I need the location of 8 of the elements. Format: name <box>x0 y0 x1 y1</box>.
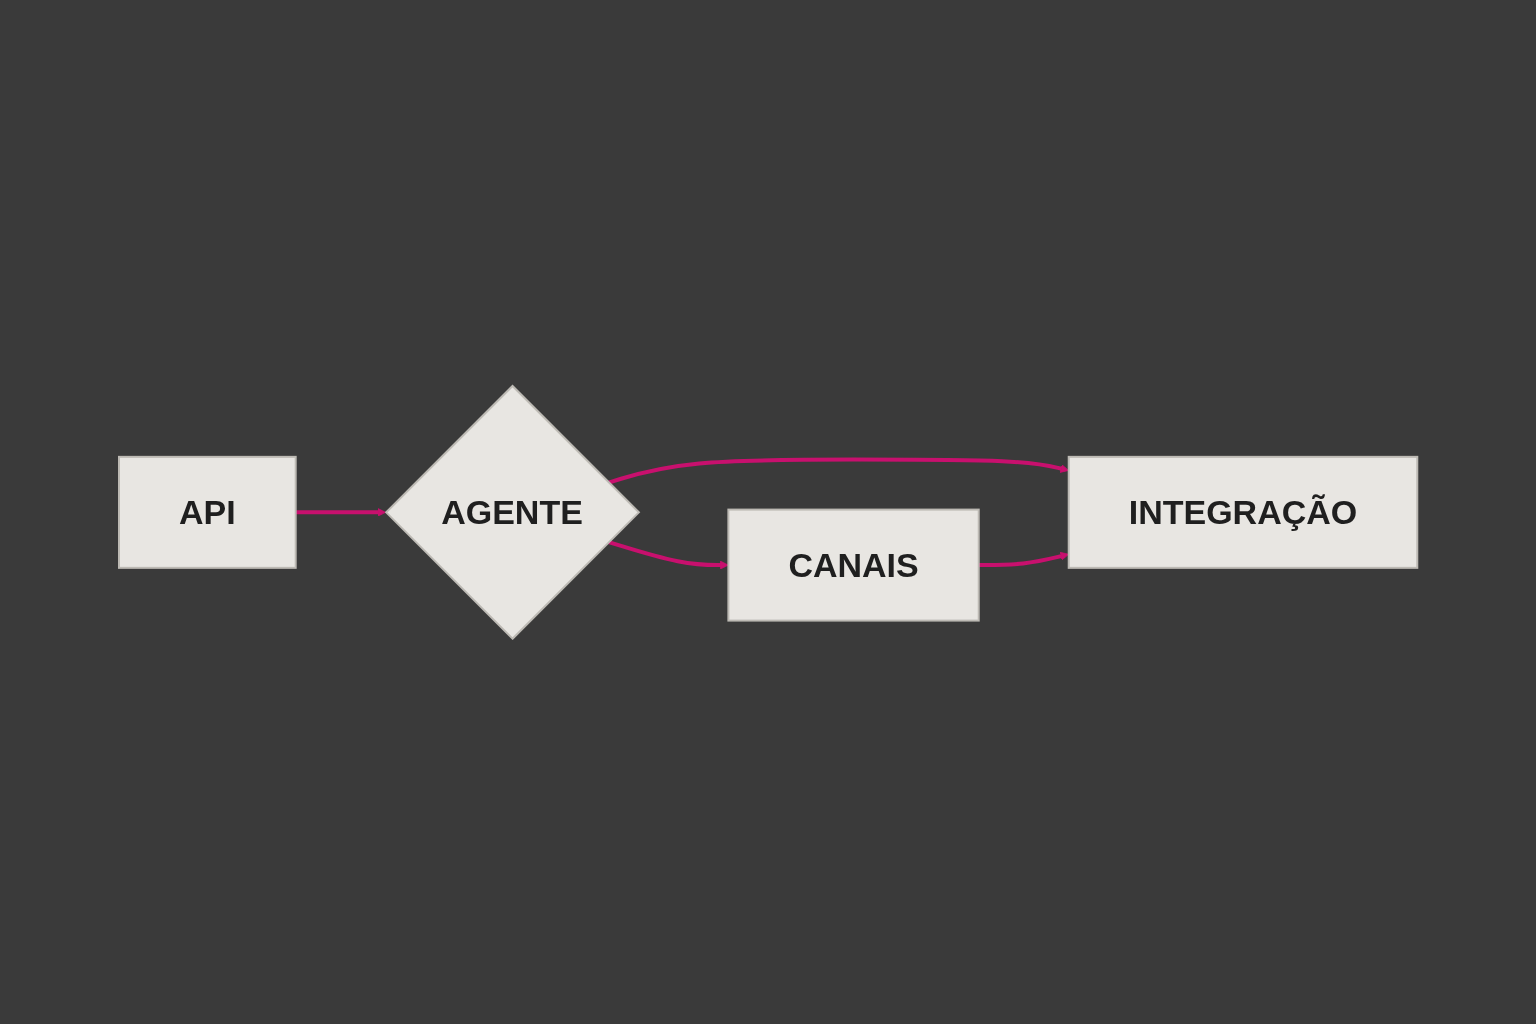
node-diamond: AGENTE <box>384 384 641 640</box>
node-box: CANAIS <box>727 508 980 622</box>
arrow <box>607 457 1069 485</box>
arrow <box>295 507 386 517</box>
arrow <box>978 551 1069 567</box>
node-box: API <box>117 455 297 569</box>
arrow <box>607 539 729 570</box>
node-box: INTEGRAÇÃO <box>1067 455 1419 569</box>
